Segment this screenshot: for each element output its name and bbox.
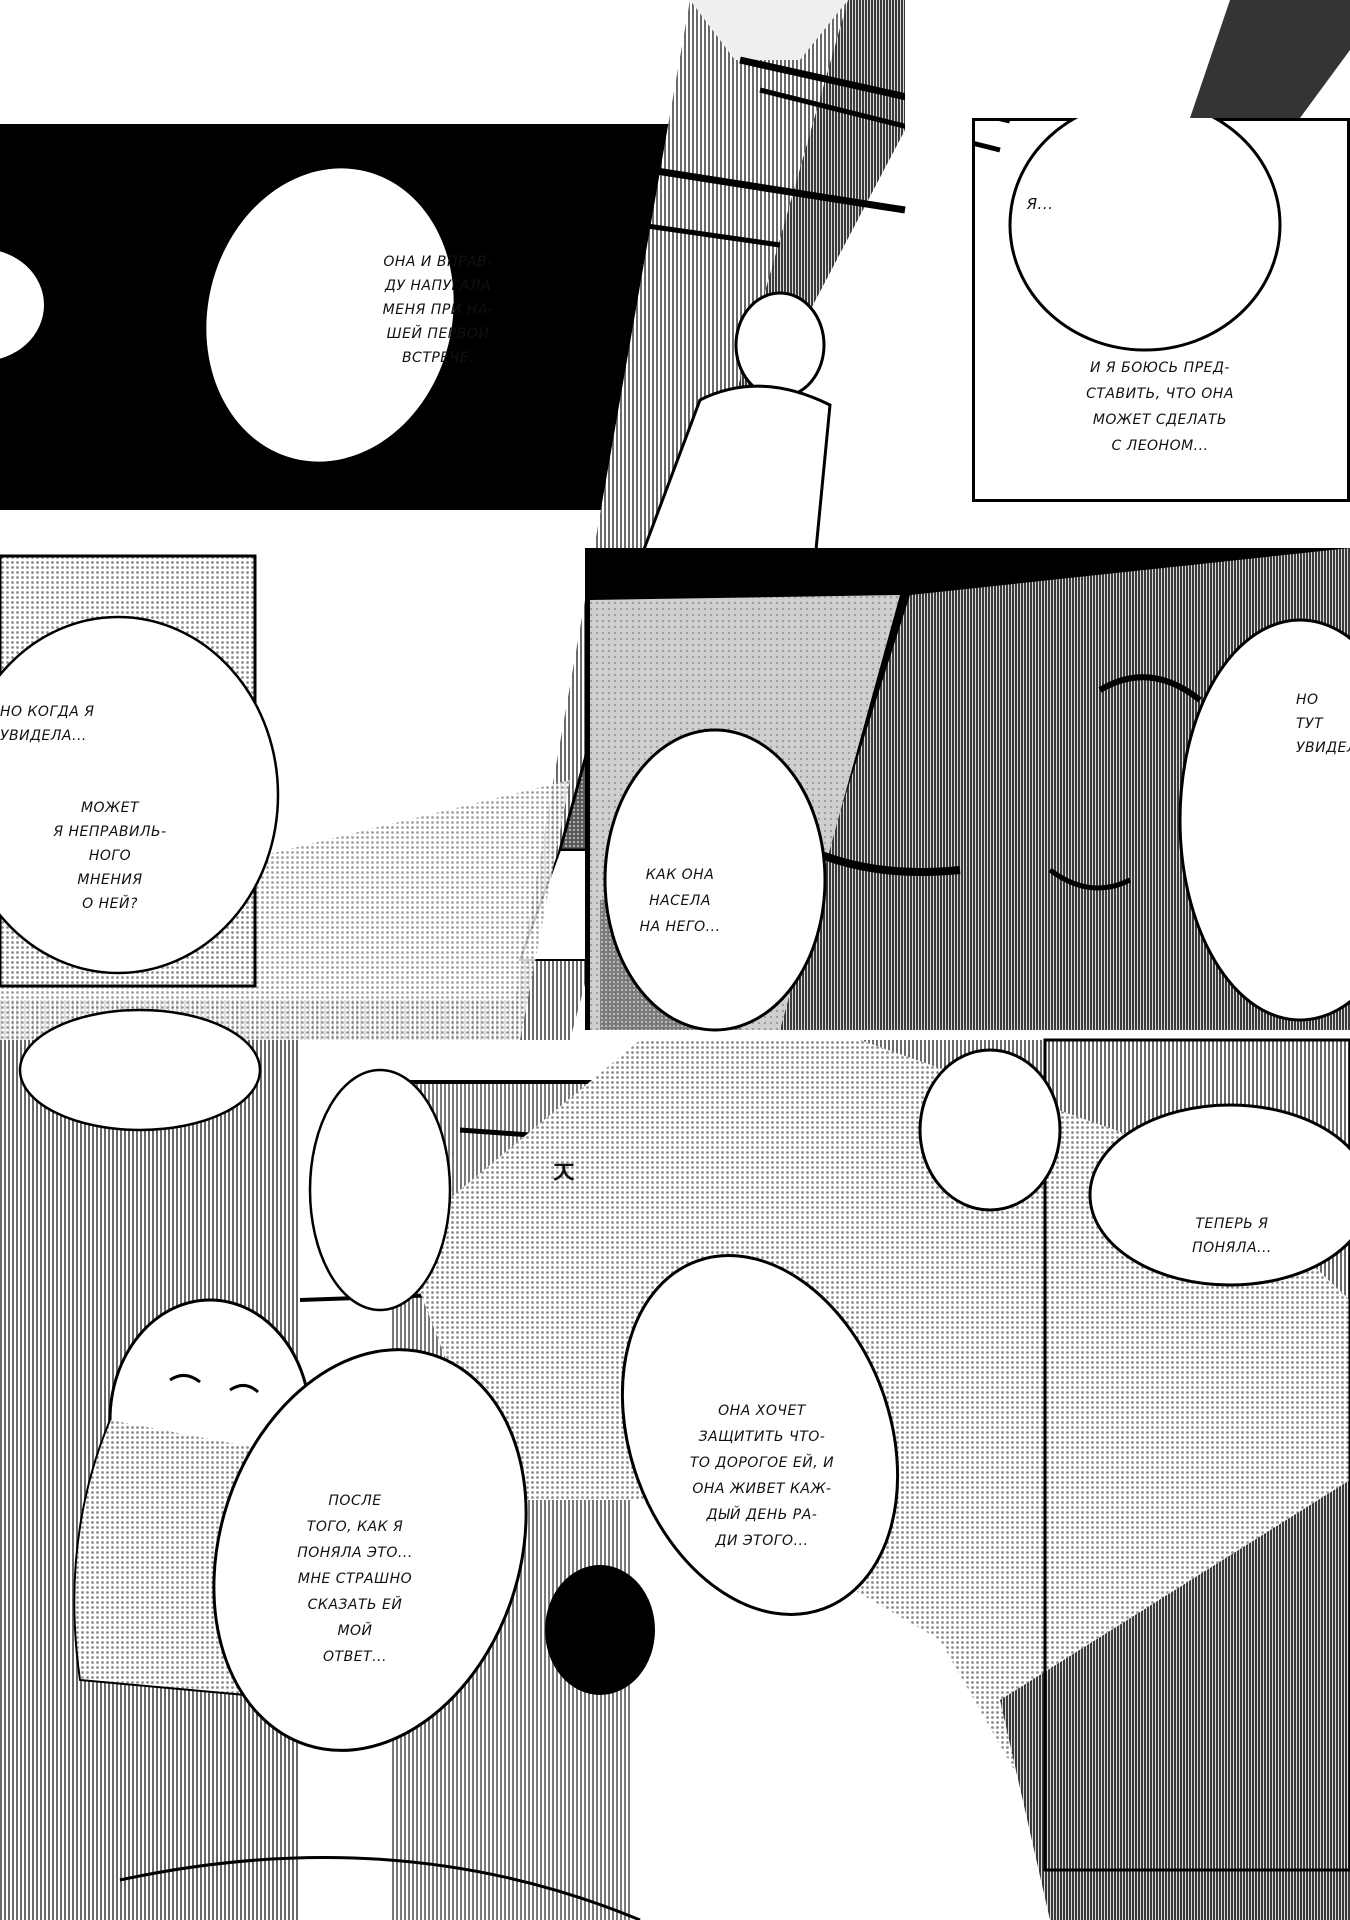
speech-bubble — [0, 615, 280, 975]
speech-bubble — [1178, 618, 1350, 1022]
speech-bubble — [0, 251, 44, 359]
speech-bubble — [1088, 1103, 1350, 1287]
speech-bubble — [620, 1254, 900, 1616]
man-head — [918, 1048, 1062, 1212]
caption: Теперь я поняла... — [1192, 1216, 1272, 1256]
caption: Я... — [1026, 195, 1054, 213]
speech-bubble — [603, 728, 827, 1032]
speech-bubble — [1008, 98, 1282, 352]
caption: Но тут увидела... — [1296, 692, 1350, 756]
speech-bubble — [212, 1348, 528, 1752]
caption: Может я неправиль- ного мнения о ней? — [53, 800, 167, 912]
caption: Она хочет защитить что- то дорогое ей, и… — [689, 1403, 835, 1549]
speech-bubble — [18, 1008, 262, 1132]
speech-bubble — [206, 168, 454, 462]
caption: И я боюсь пред- ставить, что она может с… — [1086, 360, 1234, 454]
caption: Она и вправ- ду напугала меня при на- ше… — [382, 254, 494, 366]
sound-effect: ㅈ — [548, 1154, 580, 1194]
caption: Но когда я увидела... — [0, 704, 95, 744]
caption: Как она насела на него... — [639, 867, 721, 935]
speech-bubble — [308, 1068, 452, 1312]
caption: После того, как я поняла это... мне стра… — [297, 1493, 413, 1665]
